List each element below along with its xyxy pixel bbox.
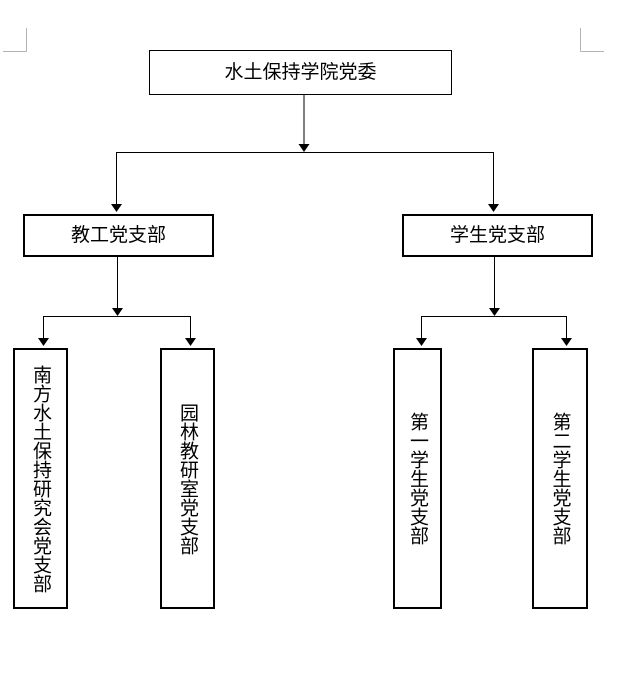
arrow-down-icon [416,338,427,346]
node-student-party-branch: 学生党支部 [402,214,593,257]
node-label: 学生党支部 [449,225,545,246]
node-label: 园林教研室党支部 [177,402,198,555]
student-subtree-connector-lines [421,257,567,339]
arrow-down-icon [298,144,310,152]
node-label: 水土保持学院党委 [224,62,377,83]
node-label: 南方水土保持研究会党支部 [30,364,51,593]
node-label: 第二学生党支部 [549,412,571,545]
arrow-down-icon [561,338,572,346]
node-south-research-party-branch: 南方水土保持研究会党支部 [13,348,68,609]
arrow-down-icon [488,204,499,212]
arrow-down-icon [489,308,500,316]
node-college-party-committee: 水土保持学院党委 [149,50,452,95]
node-label: 教工党支部 [70,225,166,246]
root-connector-lines [116,95,494,205]
arrow-down-icon [38,338,49,346]
arrow-down-icon [111,204,122,212]
node-second-student-party-branch: 第二学生党支部 [532,348,588,609]
page-margin-mark-top-right [580,28,604,52]
node-first-student-party-branch: 第一学生党支部 [393,348,442,609]
arrow-down-icon [112,308,123,316]
page-margin-mark-top-left [3,28,27,52]
node-label: 第一学生党支部 [407,412,428,545]
connector-arrowheads [38,144,572,346]
node-landscape-teaching-office-party-branch: 园林教研室党支部 [160,348,215,609]
faculty-subtree-connector-lines [43,257,191,339]
node-faculty-party-branch: 教工党支部 [23,214,214,257]
arrow-down-icon [185,338,196,346]
